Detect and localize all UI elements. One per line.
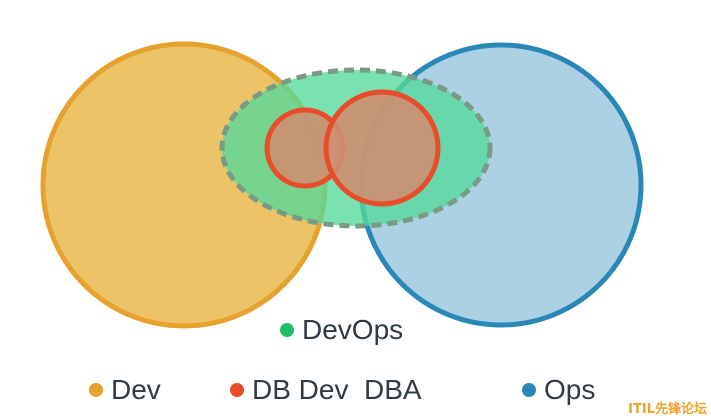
- dev-dot-icon: [89, 383, 103, 397]
- devops-dot-icon: [280, 323, 294, 337]
- legend-item-devops: DevOps: [280, 316, 403, 344]
- legend-label-dev: Dev: [111, 374, 161, 405]
- legend-label-ops: Ops: [544, 374, 596, 405]
- dba-circle: [323, 89, 441, 207]
- legend-item-db-dev-dba: DB Dev DBA: [230, 376, 422, 404]
- watermark: ITIL先锋论坛: [628, 402, 707, 417]
- legend-item-ops: Ops: [522, 376, 595, 404]
- ops-dot-icon: [522, 383, 536, 397]
- legend-item-dev: Dev: [89, 376, 161, 404]
- legend-label-devops: DevOps: [302, 314, 404, 345]
- db-dev-dba-dot-icon: [230, 383, 244, 397]
- legend-label-db-dev-dba: DB Dev DBA: [252, 374, 422, 405]
